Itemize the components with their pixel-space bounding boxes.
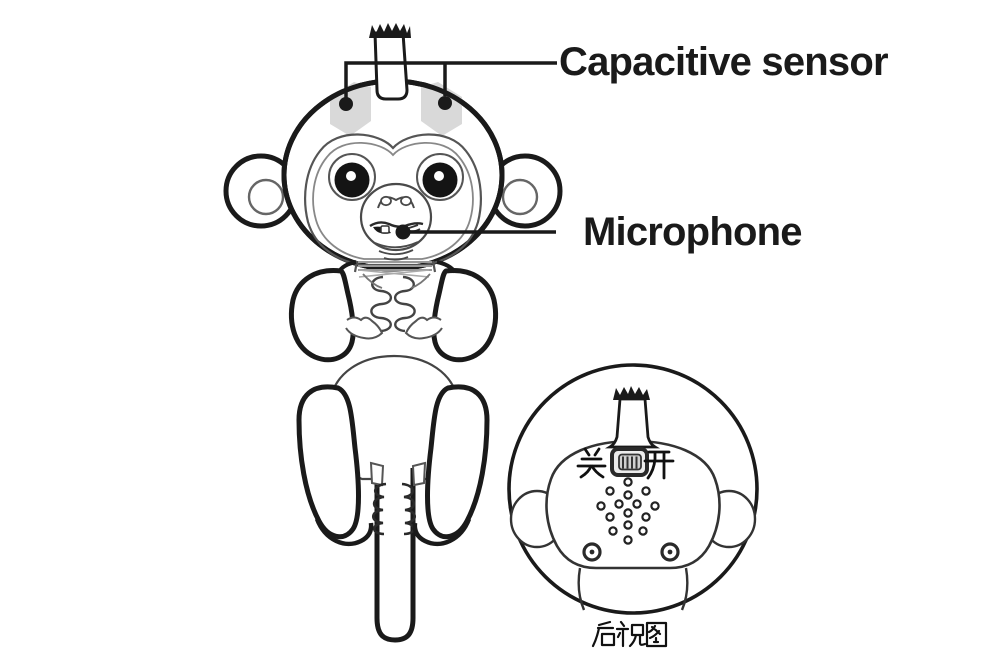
hands xyxy=(345,316,443,340)
left-sensor-dot xyxy=(339,97,353,111)
left-arm xyxy=(288,268,356,363)
left-finger-spring xyxy=(370,275,393,333)
rear-tail-zigzag xyxy=(613,386,650,400)
rear-view-inset: 关 开 后视图 xyxy=(507,363,759,650)
switch-off-label-glyph xyxy=(576,447,607,479)
microphone-label: Microphone xyxy=(583,210,802,254)
legs xyxy=(296,384,490,540)
collar-to-finger-lines xyxy=(362,273,431,289)
right-nostril xyxy=(400,195,412,207)
arms xyxy=(288,260,499,363)
left-hand xyxy=(345,316,384,340)
right-toe-spring xyxy=(401,482,417,536)
right-hand xyxy=(404,316,443,340)
hair-tuft xyxy=(369,23,411,101)
left-toe-spring xyxy=(371,482,387,536)
screws xyxy=(582,542,680,562)
microphone-dot xyxy=(395,224,411,240)
rear-tail-shaft xyxy=(604,397,661,449)
right-foot-curve xyxy=(412,518,472,547)
switch-on-label: 开 xyxy=(646,447,672,477)
eyes xyxy=(328,153,464,201)
right-eye-highlight xyxy=(434,171,444,181)
speaker-grille xyxy=(596,477,660,545)
rear-tail xyxy=(604,386,661,449)
rear-bottom-seams xyxy=(577,567,689,611)
mouth-line xyxy=(369,221,424,228)
monkey-front-view xyxy=(223,23,563,643)
right-leg xyxy=(425,384,490,540)
left-nostril xyxy=(380,195,392,207)
right-ear xyxy=(487,153,563,229)
left-leg xyxy=(296,384,361,540)
chin-creases xyxy=(374,241,419,261)
switch-off-label: 关 xyxy=(578,447,604,477)
switch-ridges xyxy=(622,456,638,469)
tuft-zigzag-cap xyxy=(369,23,411,38)
right-arm xyxy=(431,268,499,363)
left-shoulder xyxy=(337,260,357,274)
capacitive-sensor-label: Capacitive sensor xyxy=(559,40,889,84)
rear-view-caption: 后视图 xyxy=(594,623,666,650)
rear-view-caption-glyph xyxy=(591,620,668,648)
tail-post xyxy=(374,468,416,643)
right-shoulder xyxy=(436,260,457,274)
left-foot-curve xyxy=(314,518,374,547)
right-finger-spring xyxy=(393,275,416,333)
switch-on-label-glyph xyxy=(643,450,675,480)
left-heel-tab xyxy=(369,461,385,487)
tuft-shaft xyxy=(373,31,409,101)
collar xyxy=(353,260,437,278)
right-heel-tab xyxy=(411,461,427,487)
tooth xyxy=(380,225,390,234)
right-sensor-dot xyxy=(438,96,452,110)
feet xyxy=(314,461,472,547)
capacitive-sensor-leader xyxy=(344,61,557,99)
finger-springs xyxy=(362,273,431,333)
left-eye-highlight xyxy=(346,171,356,181)
power-switch[interactable] xyxy=(610,447,649,477)
callout-leaders xyxy=(339,61,557,240)
